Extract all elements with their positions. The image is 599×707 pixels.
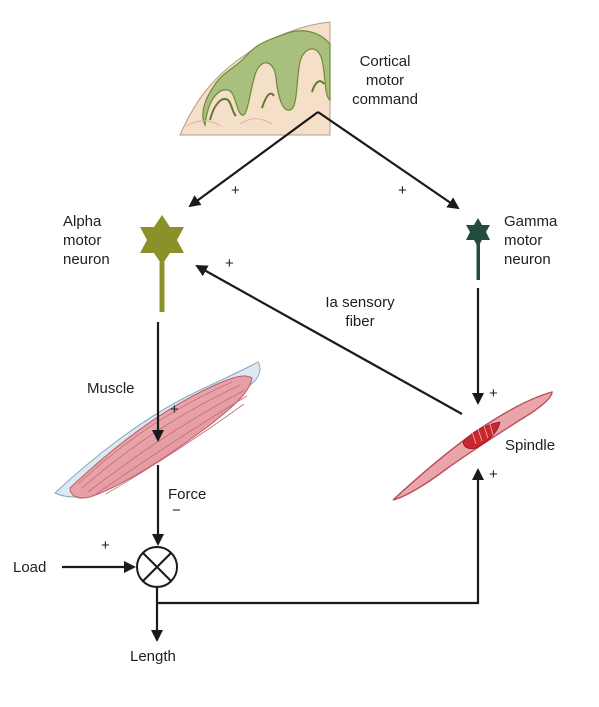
muscle-label: Muscle [87, 380, 135, 397]
gamma-motor-neuron [466, 218, 490, 280]
cortical-label-line-2: motor [365, 72, 405, 89]
arrow-cortex-to-gamma [317, 111, 460, 210]
sign-ia-to-alpha: + [225, 255, 234, 272]
sign-cortex-to-gamma: + [398, 182, 407, 199]
gamma-label-line-2: motor [504, 232, 543, 249]
sign-load-to-sum: + [101, 537, 110, 554]
sign-gamma-to-spindle: + [489, 385, 498, 402]
gamma-motor-neuron-label: Gamma motor neuron [504, 212, 557, 269]
alpha-motor-neuron-label: Alpha motor neuron [63, 212, 110, 269]
ia-sensory-fiber-label: Ia sensory fiber [305, 293, 415, 331]
ia-label-line-2: fiber [345, 313, 375, 330]
length-label: Length [130, 648, 176, 665]
cortical-label-line-1: Cortical [359, 53, 411, 70]
sign-alpha-to-muscle: + [170, 401, 179, 418]
alpha-motor-neuron [140, 215, 184, 312]
arrow-ia-fiber-to-alpha [195, 265, 463, 415]
sign-force-to-sum: − [172, 502, 181, 519]
alpha-label-line-2: motor [63, 232, 102, 249]
spindle-illustration [392, 391, 553, 501]
cortical-motor-command-label: Cortical motor command [345, 52, 425, 109]
ia-label-line-1: Ia sensory [325, 294, 395, 311]
cortical-label-line-3: command [352, 91, 418, 108]
spindle-label: Spindle [505, 437, 556, 454]
load-label: Load [13, 559, 47, 576]
arrow-cortex-to-alpha [188, 111, 319, 208]
alpha-label-line-3: neuron [63, 251, 110, 268]
sign-length-to-spindle: + [489, 466, 498, 483]
alpha-label-line-1: Alpha [63, 213, 102, 230]
force-label: Force [168, 486, 207, 503]
gamma-label-line-1: Gamma [504, 213, 558, 230]
summing-junction [136, 546, 178, 588]
sign-cortex-to-alpha: + [231, 182, 240, 199]
gamma-label-line-3: neuron [504, 251, 551, 268]
cortex-illustration [179, 21, 331, 136]
arrow-length-to-spindle [157, 468, 484, 605]
